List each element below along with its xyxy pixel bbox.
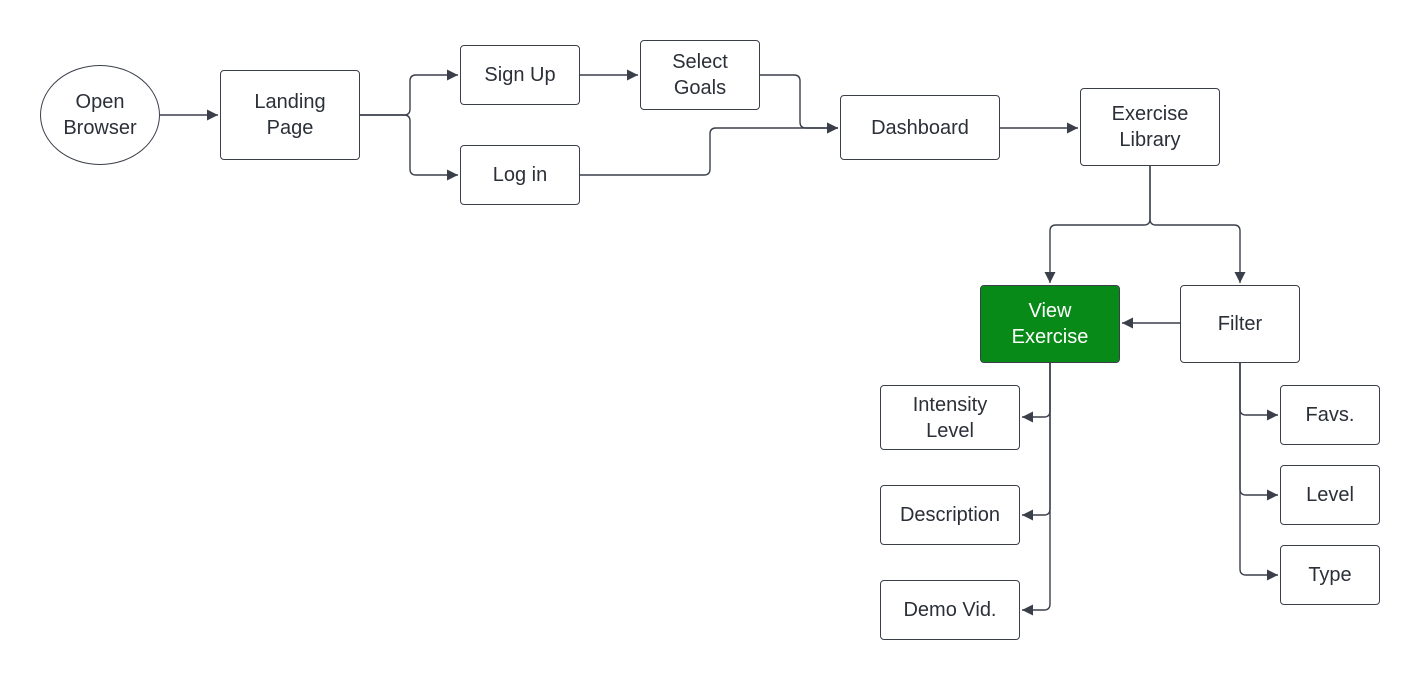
edge-filter-to-favs	[1239, 363, 1278, 421]
node-type-label: Type	[1308, 564, 1352, 586]
node-dashboard: Dashboard	[840, 95, 1000, 160]
node-open-browser: Open Browser	[40, 65, 160, 165]
node-description: Description	[880, 485, 1020, 545]
node-demo-vid-label: Demo Vid.	[903, 599, 997, 621]
node-log-in-label: Log in	[492, 164, 548, 186]
node-sign-up-label: Sign Up	[484, 64, 556, 86]
node-dashboard-label: Dashboard	[871, 116, 969, 139]
node-favs: Favs.	[1280, 385, 1380, 445]
node-filter: Filter	[1180, 285, 1300, 363]
edge-select-goals-to-dashboard	[760, 74, 838, 134]
node-level-label: Level	[1306, 484, 1354, 506]
edge-log-in-to-dashboard	[580, 122, 838, 176]
node-type: Type	[1280, 545, 1380, 605]
edge-view-exercise-to-description	[1022, 363, 1051, 521]
node-intensity-level: Intensity Level	[880, 385, 1020, 450]
node-view-exercise: View Exercise	[980, 285, 1120, 363]
edge-view-exercise-to-intensity-level	[1022, 363, 1051, 423]
edge-filter-to-type	[1239, 363, 1278, 581]
edge-landing-page-to-sign-up	[360, 69, 458, 116]
edge-view-exercise-to-demo-vid	[1022, 363, 1051, 616]
node-exercise-library-label: Exercise Library	[1111, 103, 1189, 151]
node-open-browser-label: Open Browser	[63, 91, 137, 139]
node-select-goals: Select Goals	[640, 40, 760, 110]
node-landing-page: Landing Page	[220, 70, 360, 160]
node-sign-up: Sign Up	[460, 45, 580, 105]
node-level: Level	[1280, 465, 1380, 525]
node-intensity-level-label: Intensity Level	[912, 393, 988, 442]
edge-filter-to-level	[1239, 363, 1278, 501]
node-description-label: Description	[899, 504, 1001, 526]
node-exercise-library: Exercise Library	[1080, 88, 1220, 166]
node-select-goals-label: Select Goals	[672, 51, 728, 99]
node-view-exercise-label: View Exercise	[1011, 300, 1089, 348]
edge-landing-page-to-log-in	[360, 114, 458, 181]
node-landing-page-label: Landing Page	[254, 91, 326, 139]
node-favs-label: Favs.	[1305, 404, 1355, 426]
node-filter-label: Filter	[1217, 313, 1263, 335]
node-demo-vid: Demo Vid.	[880, 580, 1020, 640]
edge-exercise-library-to-filter	[1149, 166, 1246, 283]
edge-exercise-library-to-view-exercise	[1044, 166, 1151, 283]
node-log-in: Log in	[460, 145, 580, 205]
